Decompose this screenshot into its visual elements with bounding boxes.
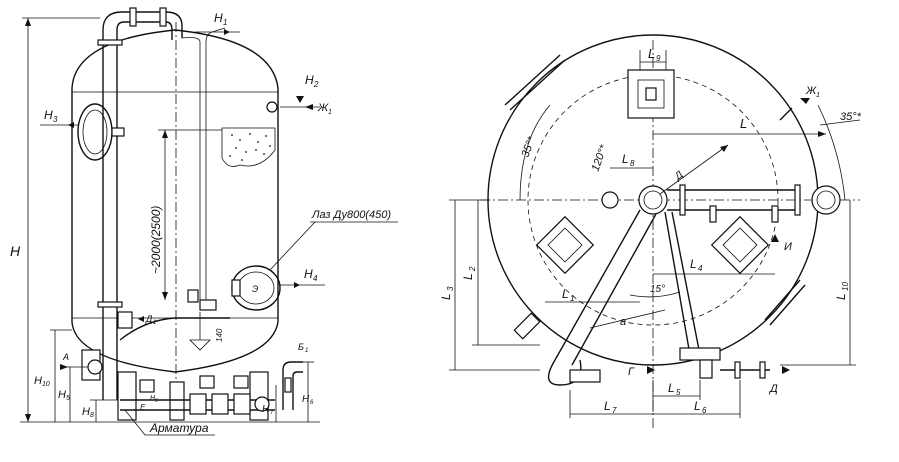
- label-manhole: Лаз Ду800(450): [311, 209, 391, 221]
- svg-text:1: 1: [223, 18, 227, 27]
- pipe-collar-bottom: [97, 301, 123, 308]
- svg-text:9: 9: [155, 398, 158, 404]
- side-view: Э H: [10, 7, 398, 436]
- label-a-plan: a: [620, 316, 626, 328]
- label-l8: L: [622, 152, 629, 166]
- label-l5: L: [668, 381, 675, 395]
- svg-text:4: 4: [313, 274, 318, 283]
- svg-text:6: 6: [702, 406, 707, 415]
- label-h9: H: [150, 395, 156, 402]
- internal-pipe: [119, 317, 230, 341]
- rod-right: [764, 279, 801, 321]
- label-h4: H: [304, 267, 313, 281]
- label-l2: L: [461, 273, 475, 280]
- svg-text:10: 10: [42, 381, 50, 388]
- label-h8: H: [82, 406, 90, 418]
- label-h5: H: [58, 389, 66, 401]
- vessel-shell: [71, 29, 279, 373]
- label-a: А: [62, 352, 69, 362]
- label-b1: Б: [298, 342, 304, 352]
- svg-text:1: 1: [305, 348, 308, 354]
- label-l9: L: [648, 46, 655, 61]
- svg-text:5: 5: [66, 395, 70, 402]
- diagonal-pipe-right: [664, 211, 691, 356]
- svg-text:1: 1: [816, 92, 820, 99]
- svg-text:1: 1: [570, 294, 574, 303]
- pipe-collar-top: [97, 39, 123, 46]
- left-hatch: [535, 215, 595, 275]
- svg-text:8: 8: [630, 159, 635, 168]
- label-l10: L: [834, 293, 848, 300]
- rod-top-left: [504, 54, 561, 106]
- svg-text:4: 4: [698, 264, 703, 273]
- label-e: Е: [140, 403, 146, 412]
- center-nozzle: [638, 185, 668, 215]
- right-hatch: [710, 215, 770, 275]
- label-zh1-right: Ж: [805, 85, 817, 97]
- svg-text:3: 3: [53, 115, 58, 124]
- svg-text:9: 9: [656, 54, 661, 63]
- label-angle-35-left: 35°*: [520, 135, 539, 159]
- svg-text:7: 7: [612, 406, 617, 415]
- label-h2: H: [305, 73, 314, 87]
- label-zh1-left: Ж: [317, 102, 329, 114]
- svg-text:10: 10: [841, 282, 850, 291]
- label-l4: L: [690, 257, 697, 271]
- top-pipe-bend: [102, 11, 130, 31]
- svg-text:5: 5: [676, 388, 681, 397]
- filter-media-section: [221, 127, 276, 167]
- top-flange-right: [159, 7, 167, 27]
- label-angle-15: 15°: [650, 284, 665, 295]
- label-h3: H: [44, 108, 53, 122]
- label-d1: Д: [145, 314, 153, 324]
- nozzle-zh1: [266, 101, 278, 113]
- label-d-top: Д: [672, 169, 685, 183]
- top-flange-left: [129, 7, 137, 27]
- label-g: Г: [628, 366, 635, 378]
- label-angle-35-right: 35°*: [840, 111, 862, 123]
- top-pipe-down: [165, 11, 183, 38]
- svg-text:6: 6: [310, 400, 314, 406]
- pipe-b1: [282, 361, 303, 410]
- label-h10: H: [34, 375, 42, 387]
- label-l7: L: [604, 399, 611, 413]
- svg-text:3: 3: [446, 286, 455, 291]
- label-i: И: [784, 241, 792, 253]
- label-l6: L: [694, 399, 701, 413]
- label-l1: L: [562, 287, 569, 301]
- diagonal-pipe-left: [554, 209, 641, 361]
- label-h7: H: [262, 404, 270, 415]
- svg-text:8: 8: [90, 412, 94, 419]
- label-h1: H: [214, 11, 223, 25]
- svg-text:1: 1: [328, 109, 332, 116]
- svg-text:2: 2: [468, 266, 477, 272]
- svg-text:Э: Э: [252, 284, 258, 294]
- svg-text:1: 1: [153, 320, 156, 326]
- label-l3: L: [439, 293, 453, 300]
- svg-text:7: 7: [270, 410, 274, 416]
- fitting-d1: [117, 311, 133, 329]
- plan-view: L 9 L L 8 Д 120°* 35°* 35°* Ж 1 И L 4: [439, 34, 862, 430]
- inlet-a: [87, 359, 103, 375]
- label-l: L: [740, 116, 747, 131]
- label-height-2000: ~2000(2500): [149, 206, 163, 274]
- label-h: H: [10, 243, 21, 259]
- svg-text:2: 2: [313, 80, 319, 89]
- label-fittings: Арматура: [149, 421, 209, 435]
- nozzle-zh1-plan: [811, 185, 841, 215]
- label-d-right: Д: [768, 383, 778, 395]
- label-140: 140: [215, 328, 224, 342]
- label-angle-120: 120°*: [590, 143, 611, 173]
- label-h6: H: [302, 394, 310, 405]
